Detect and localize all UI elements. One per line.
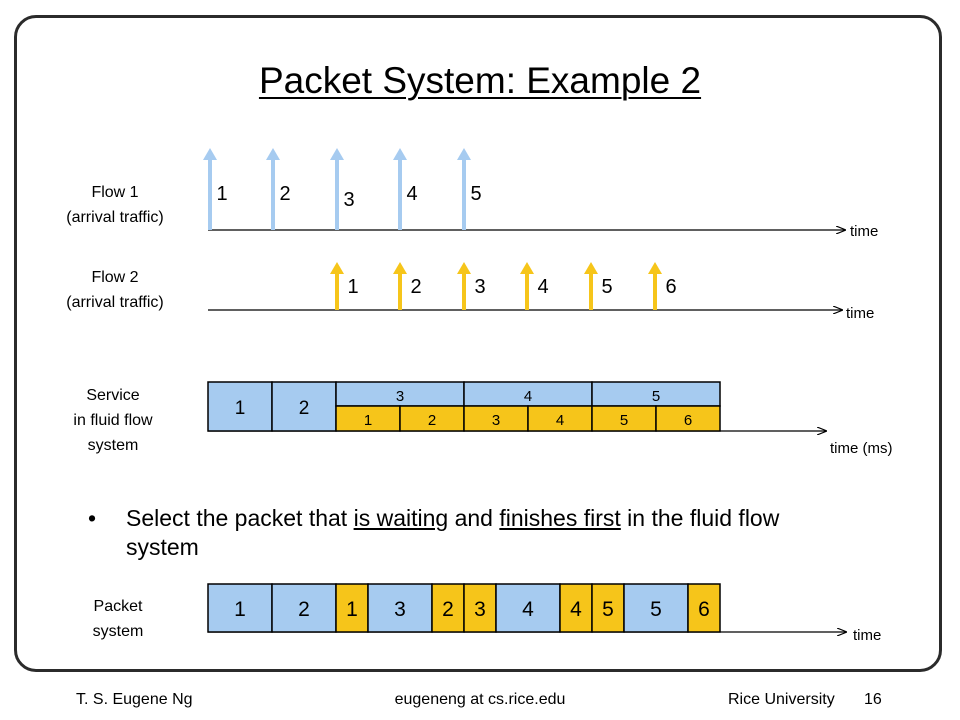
flow2-arrival-arrow: [648, 262, 662, 310]
packet-label-line1: Packet: [94, 598, 143, 615]
packet-label-line2: system: [93, 623, 144, 640]
flow1-arrival-arrow: [393, 148, 407, 230]
packet-block-flow2: [559, 583, 593, 633]
bullet-point: • Select the packet that is waiting and …: [88, 504, 788, 562]
slide-title: Packet System: Example 2: [258, 60, 702, 101]
footer-institution: Rice University: [728, 691, 835, 708]
flow1-label-line2: (arrival traffic): [66, 209, 164, 226]
packet-block-flow2: [463, 583, 497, 633]
flow2-packet-label: 2: [410, 276, 421, 298]
fluid-flow2-shared-label: 5: [620, 412, 628, 429]
flow2-packet-label: 6: [665, 276, 676, 298]
packet-block-label: 3: [394, 598, 406, 621]
flow1-axis-label: time: [850, 223, 878, 240]
fluid-flow1-solo-label: 2: [299, 398, 310, 419]
fluid-flow2-shared-label: 4: [556, 412, 564, 429]
flow2-arrival-arrow: [520, 262, 534, 310]
packet-axis-label: time: [853, 627, 881, 644]
bullet-text: Select the packet that is waiting and fi…: [126, 505, 780, 560]
flow2-label-line2: (arrival traffic): [66, 294, 164, 311]
flow1-packet-label: 1: [216, 183, 227, 205]
packet-block-label: 2: [298, 598, 310, 621]
packet-block-label: 1: [234, 598, 246, 621]
fluid-flow1-shared-label: 3: [396, 388, 404, 405]
fluid-label-line1: Service: [86, 387, 139, 404]
packet-block-flow1: [495, 583, 561, 633]
fluid-flow1-shared-label: 4: [524, 388, 532, 405]
underline-finishes-first: finishes first: [499, 505, 621, 531]
flow2-arrival-arrow: [457, 262, 471, 310]
flow1-arrival-arrow: [266, 148, 280, 230]
fluid-flow1-shared-label: 5: [652, 388, 660, 405]
fluid-label-line3: system: [88, 437, 139, 454]
packet-block-label: 2: [442, 598, 454, 621]
flow2-arrivals: 1 2 3 4 5 6: [330, 262, 677, 310]
underline-is-waiting: is waiting: [353, 505, 449, 531]
packet-block-flow1: [271, 583, 337, 633]
packet-block-flow2: [591, 583, 625, 633]
flow1-packet-label: 2: [279, 183, 290, 205]
flow1-arrivals: 1 2 3 4 5: [203, 148, 482, 230]
bullet-dot: •: [88, 505, 97, 531]
flow2-label-line1: Flow 2: [91, 269, 138, 286]
packet-block-label: 3: [474, 598, 486, 621]
flow2-packet-label: 1: [347, 276, 358, 298]
fluid-flow2-shared-label: 1: [364, 412, 372, 429]
flow2-packet-label: 4: [537, 276, 548, 298]
packet-block-label: 6: [698, 598, 710, 621]
fluid-flow1-solo-label: 1: [235, 398, 246, 419]
flow1-arrival-arrow: [330, 148, 344, 230]
flow1-arrival-arrow: [203, 148, 217, 230]
packet-block-label: 4: [522, 598, 534, 621]
packet-block-label: 1: [346, 598, 358, 621]
packet-block-flow2: [687, 583, 721, 633]
fluid-flow2-shared-block: [655, 405, 721, 432]
packet-block-flow1: [207, 583, 273, 633]
fluid-axis-label: time (ms): [830, 440, 893, 457]
packet-block-flow2: [431, 583, 465, 633]
flow2-packet-label: 3: [474, 276, 485, 298]
flow1-label-line1: Flow 1: [91, 184, 138, 201]
flow1-arrival-arrow: [457, 148, 471, 230]
footer-page-number: 16: [864, 691, 882, 708]
fluid-flow2-shared-label: 3: [492, 412, 500, 429]
flow2-arrival-arrow: [393, 262, 407, 310]
flow2-arrival-arrow: [584, 262, 598, 310]
flow2-arrival-arrow: [330, 262, 344, 310]
fluid-label-line2: in fluid flow: [73, 412, 153, 429]
footer-email: eugeneng at cs.rice.edu: [394, 691, 566, 708]
fluid-flow2-shared-block: [335, 405, 401, 432]
fluid-flow1-shared-block: [591, 381, 721, 407]
fluid-flow2-shared-block: [591, 405, 657, 432]
fluid-service-blocks: 1 2 3 4 5 1 2 3 4 5 6: [207, 381, 721, 432]
fluid-flow2-shared-block: [399, 405, 465, 432]
flow1-packet-label: 5: [470, 183, 481, 205]
flow2-axis-label: time: [846, 305, 874, 322]
packet-block-label: 5: [602, 598, 614, 621]
fluid-flow2-shared-label: 2: [428, 412, 436, 429]
slide-frame: [14, 15, 942, 672]
flow1-packet-label: 4: [406, 183, 417, 205]
packet-block-label: 5: [650, 598, 662, 621]
fluid-flow2-shared-label: 6: [684, 412, 692, 429]
packet-block-label: 4: [570, 598, 582, 621]
flow1-packet-label: 3: [343, 189, 354, 211]
footer-author: T. S. Eugene Ng: [76, 691, 193, 708]
flow2-packet-label: 5: [601, 276, 612, 298]
